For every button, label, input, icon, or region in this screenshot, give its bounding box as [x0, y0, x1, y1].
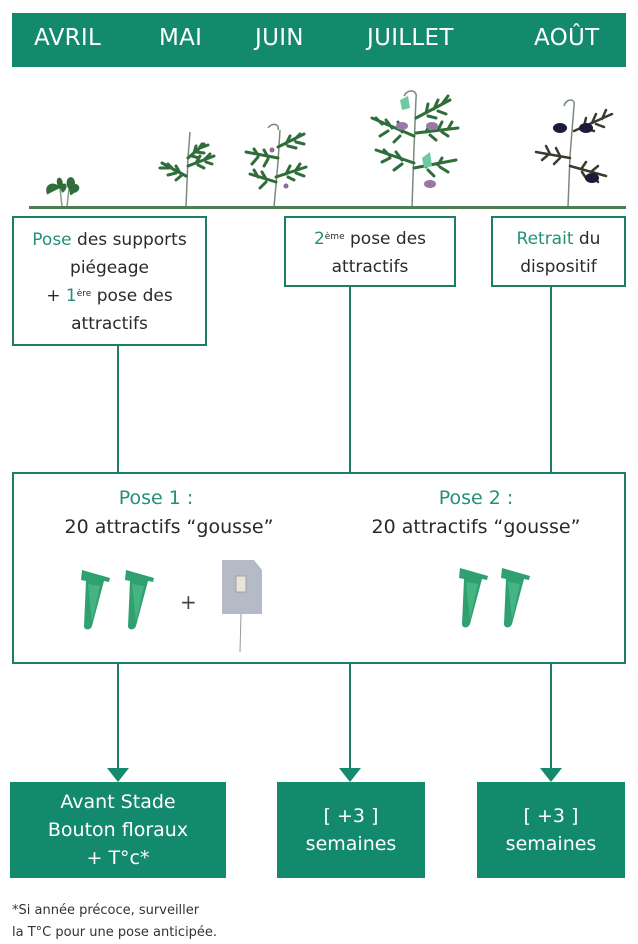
month-mai: MAI: [159, 25, 203, 51]
pose-1-subtitle: 20 attractifs “gousse”: [64, 516, 274, 538]
connector-line: [117, 346, 119, 472]
pose-1-title: Pose 1 :: [118, 487, 194, 509]
result-box-timing-2: [ +3 ] semaines: [277, 782, 425, 878]
step-box-first-installation: Pose des supports piégeage + 1ère pose d…: [12, 216, 207, 346]
connector-line: [349, 287, 351, 472]
month-avril: AVRIL: [34, 25, 102, 51]
arrow-line: [349, 664, 351, 770]
arrow-down-icon: [339, 768, 361, 782]
branching-plant-icon: [244, 123, 308, 208]
result-box-timing-3: [ +3 ] semaines: [477, 782, 625, 878]
flowering-plant-icon: [370, 90, 460, 208]
step-box-removal: Retrait du dispositif: [491, 216, 626, 287]
pose-details-box: Pose 1 : 20 attractifs “gousse” + Pose 2…: [12, 472, 626, 664]
arrow-down-icon: [107, 768, 129, 782]
month-juillet: JUILLET: [367, 25, 454, 51]
pose-2-subtitle: 20 attractifs “gousse”: [371, 516, 581, 538]
step-box-second-installation: 2ème pose des attractifs: [284, 216, 456, 287]
footnote: *Si année précoce, surveiller la T°C pou…: [12, 903, 218, 940]
month-juin: JUIN: [255, 25, 304, 51]
month-aout: AOÛT: [534, 25, 600, 51]
trap-support-icon: [222, 560, 262, 653]
arrow-line: [550, 664, 552, 770]
pose-2-title: Pose 2 :: [438, 487, 514, 509]
mature-pod-plant-icon: [534, 99, 614, 208]
month-timeline-bar: AVRIL MAI JUIN JUILLET AOÛT: [12, 13, 626, 67]
plus-sign: +: [180, 590, 197, 614]
young-plant-icon: [158, 131, 216, 208]
step-1-accent: Pose: [32, 230, 72, 250]
attractant-tube-icon: [125, 570, 154, 630]
arrow-down-icon: [540, 768, 562, 782]
attractant-tube-icon: [459, 568, 488, 628]
attractant-tube-icon: [81, 570, 110, 630]
arrow-line: [117, 664, 119, 770]
ground-line: [29, 206, 626, 209]
result-box-timing-1: Avant Stade Bouton floraux + T°c*: [10, 782, 226, 878]
connector-line: [550, 287, 552, 472]
attractant-tube-icon: [501, 568, 530, 628]
seedling-icon: [46, 177, 80, 208]
